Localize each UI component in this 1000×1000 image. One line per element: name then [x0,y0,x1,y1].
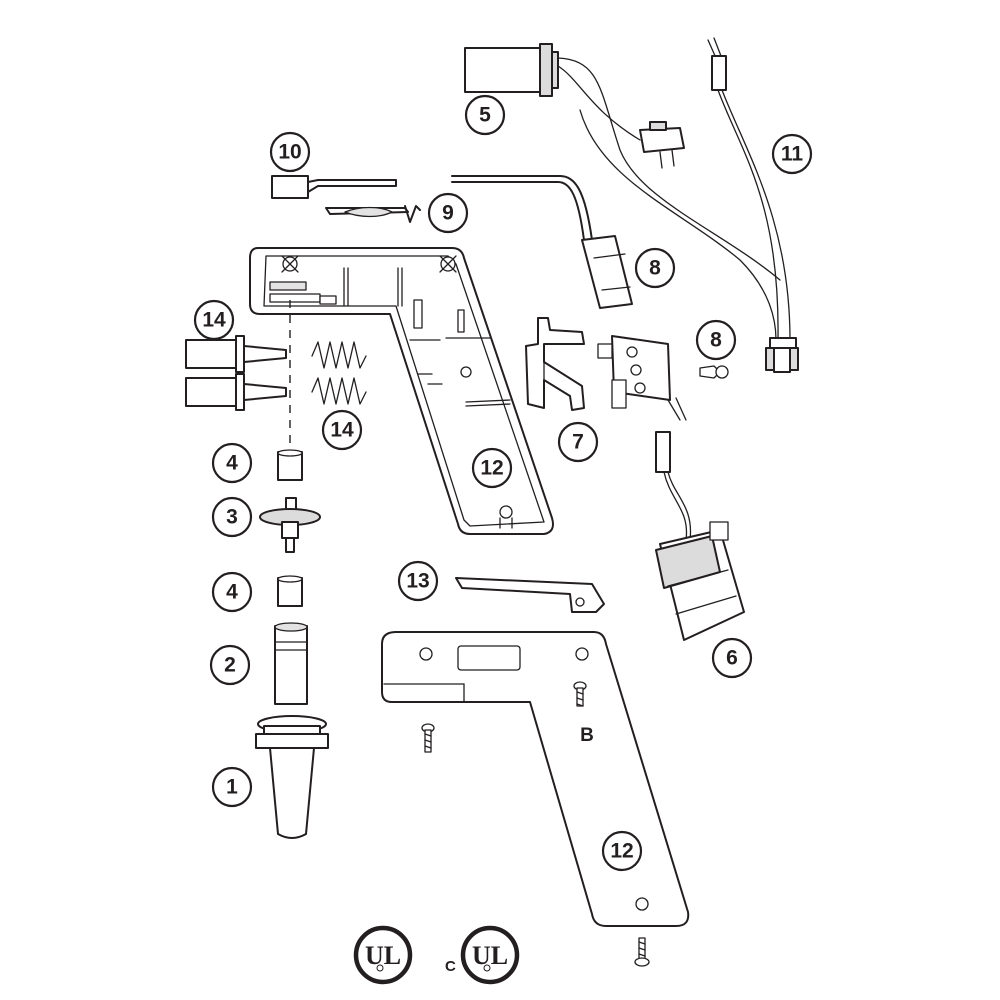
screw-label-b: B [580,725,594,746]
svg-text:UL: UL [472,941,508,970]
callout-4-upper: 4 [211,442,253,484]
part-1-tip-nut [255,715,329,839]
part-8-switch [597,335,729,421]
part-10-contact [271,175,397,199]
part-11-cable [579,37,799,373]
callout-11: 11 [771,133,813,175]
part-9-clip [325,205,421,223]
callout-4-lower: 4 [211,571,253,613]
part-13-trigger [455,577,605,613]
svg-text:9: 9 [442,202,454,225]
svg-text:11: 11 [781,143,804,166]
svg-text:7: 7 [572,431,584,454]
svg-text:13: 13 [406,570,429,593]
ul-logo-right: UL [460,925,520,985]
part-7-bracket [525,317,585,411]
c-ul-prefix: C [445,958,456,975]
svg-text:12: 12 [480,457,503,480]
svg-text:12: 12 [610,840,633,863]
ul-logo-left: UL [353,925,413,985]
svg-text:1: 1 [226,776,238,799]
callout-13: 13 [397,560,439,602]
callout-10: 10 [269,131,311,173]
part-5-motor [464,43,781,281]
svg-text:8: 8 [710,329,722,352]
callout-6: 6 [711,637,753,679]
callout-12-lower: 12 [601,830,643,872]
part-4-bushing-upper [277,449,303,481]
part-8-heater [451,175,633,309]
part-4-bushing-lower [277,575,303,607]
svg-text:4: 4 [226,581,238,604]
screw-b [573,681,587,707]
part-6-motor-assembly [655,431,745,641]
callout-7: 7 [557,421,599,463]
svg-text:14: 14 [202,309,226,332]
part-12-housing-open [249,247,554,535]
svg-text:4: 4 [226,452,238,475]
callout-1: 1 [211,766,253,808]
callout-8-switch: 8 [695,319,737,361]
part-2-tip-holder [274,622,308,705]
svg-text:5: 5 [479,104,491,127]
screw-bottom [634,937,650,967]
svg-text:3: 3 [226,506,238,529]
svg-text:UL: UL [365,941,401,970]
part-14-pins-springs [185,335,367,411]
callout-14-pins: 14 [193,299,235,341]
part-3-valve [259,497,321,553]
svg-text:6: 6 [726,647,738,670]
callout-5: 5 [464,94,506,136]
svg-text:2: 2 [224,654,236,677]
callout-3: 3 [211,496,253,538]
callout-8-heater: 8 [634,247,676,289]
part-12-housing-closed [381,631,690,927]
svg-text:14: 14 [330,419,354,442]
callout-9: 9 [427,192,469,234]
screw-left [421,723,435,753]
svg-text:8: 8 [649,257,661,280]
callout-12-upper: 12 [471,447,513,489]
callout-14-springs: 14 [321,409,363,451]
callout-2: 2 [209,644,251,686]
svg-text:10: 10 [278,141,301,164]
